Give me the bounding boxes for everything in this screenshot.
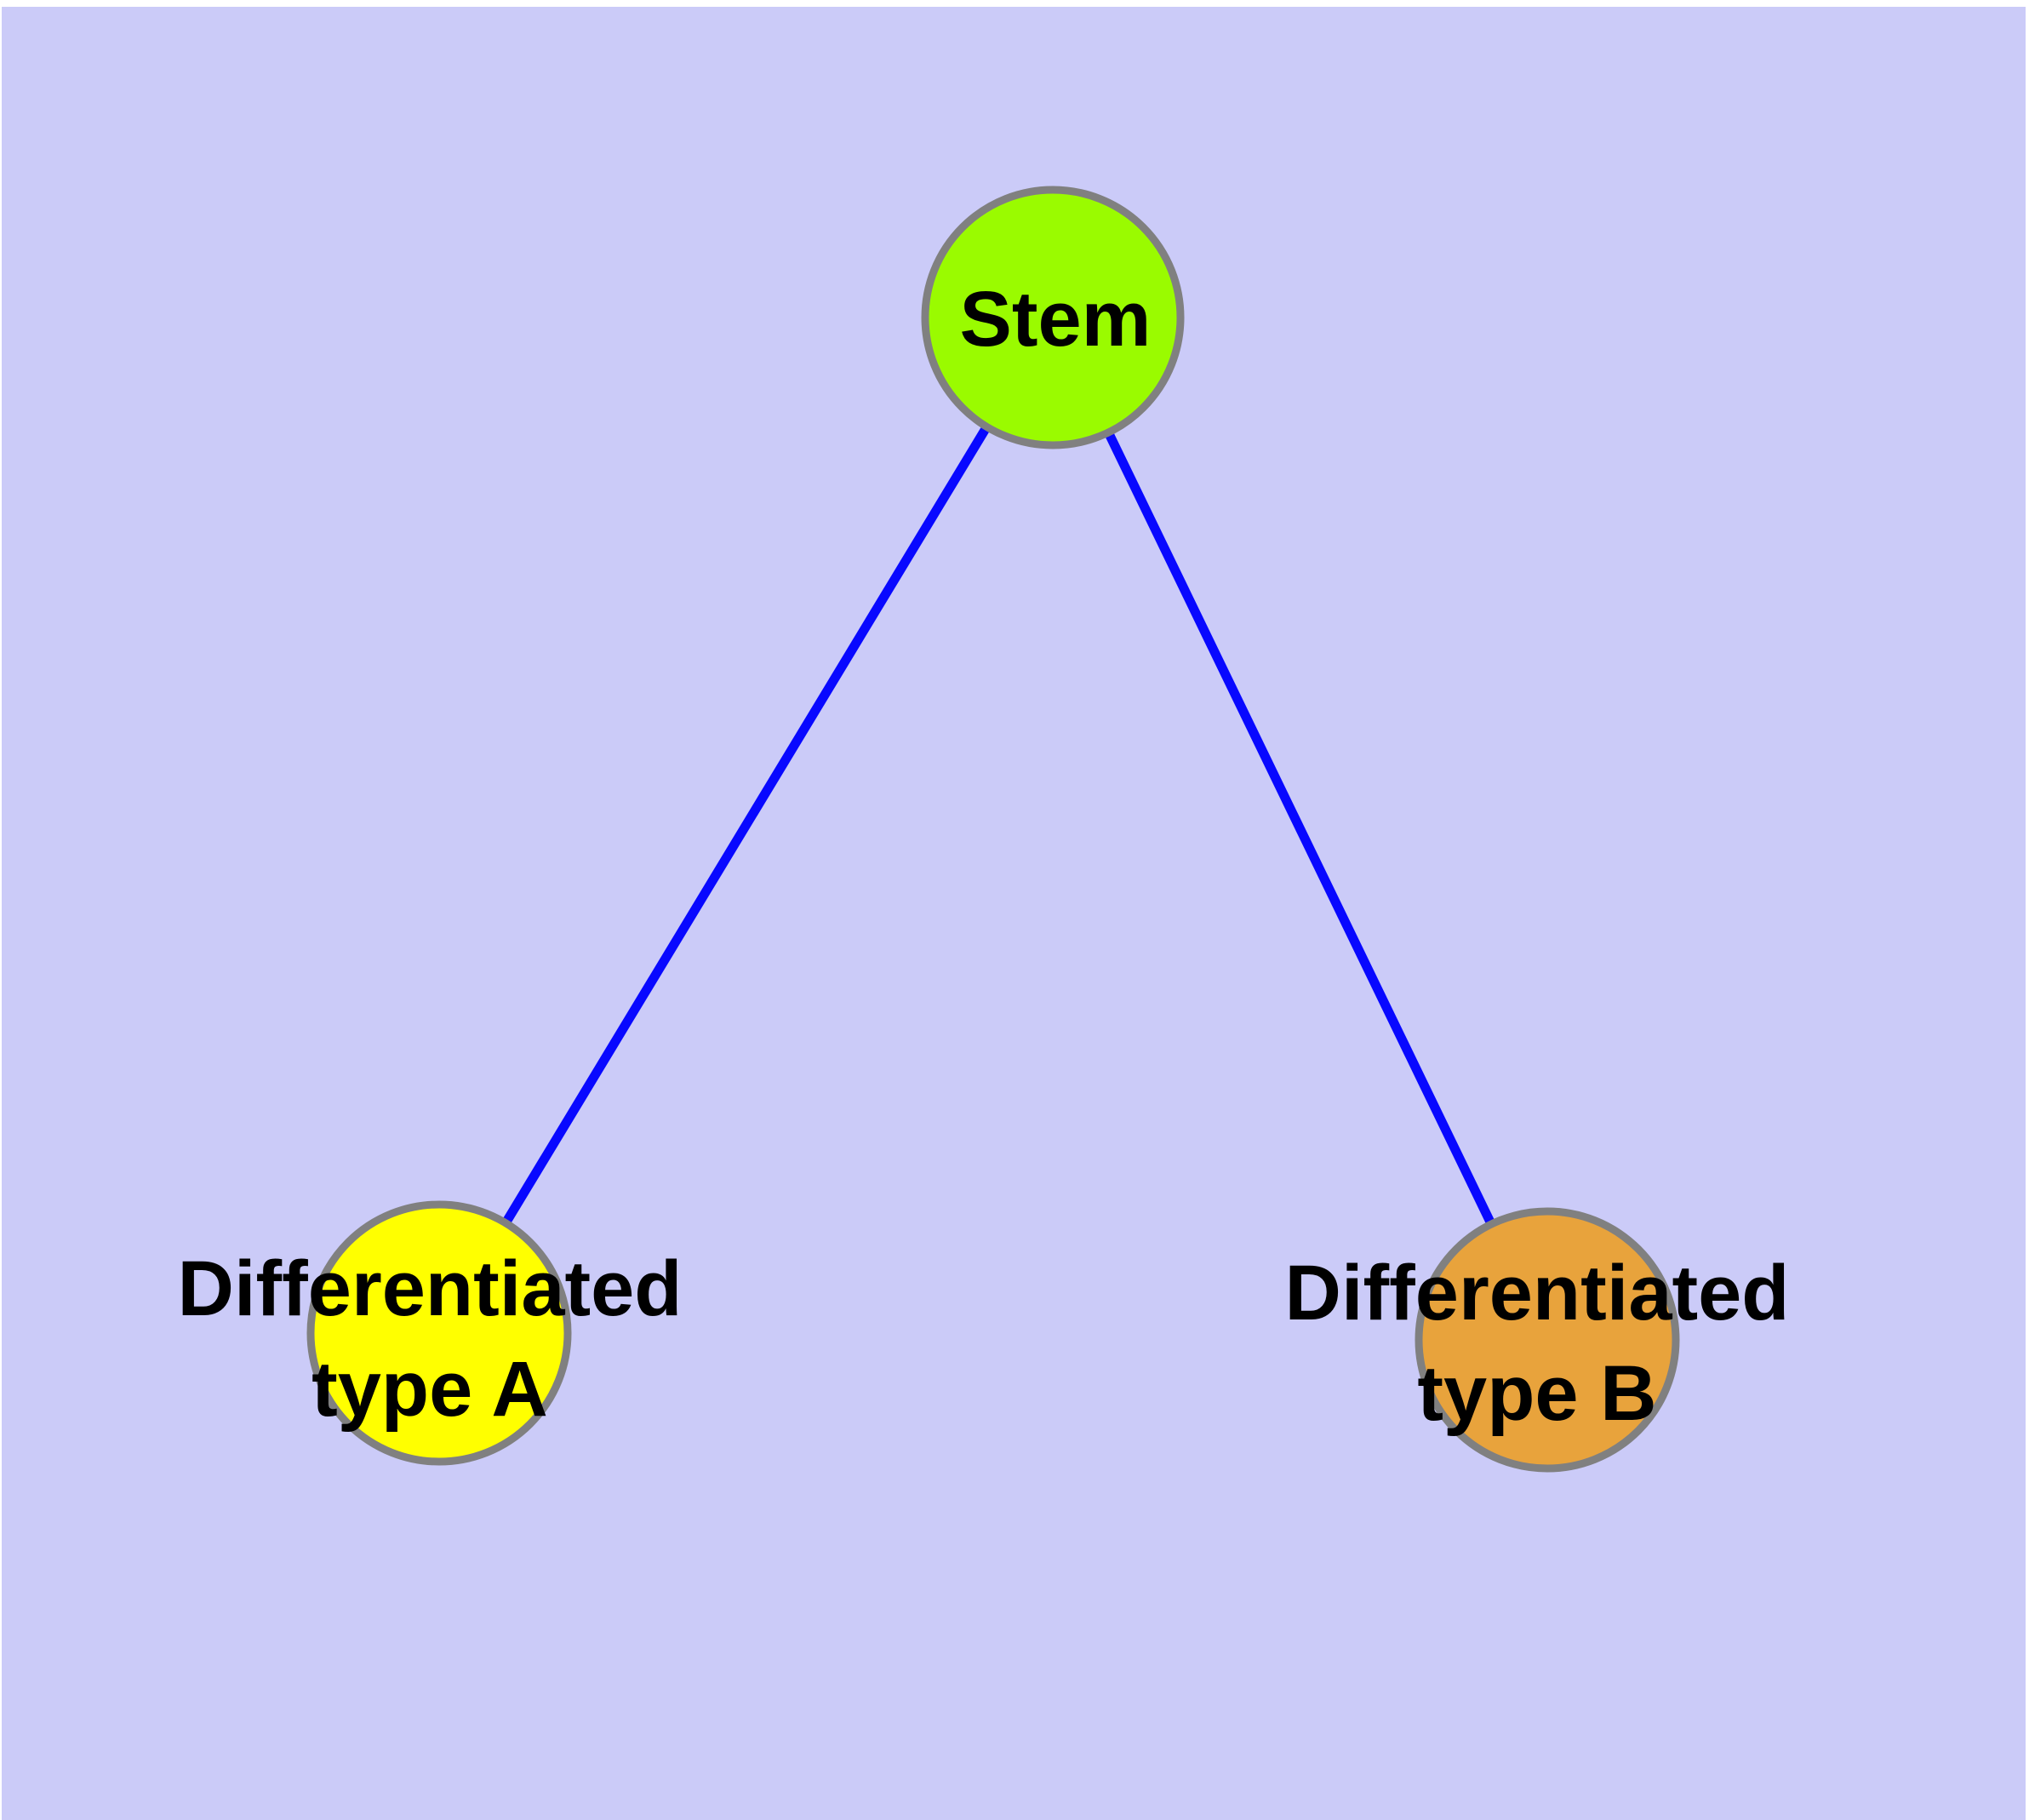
edge-stem-to-differentiated-type-a <box>435 315 1057 1336</box>
node-stem <box>921 186 1185 449</box>
node-label-stem-line1: Stem <box>959 276 1152 363</box>
node-differentiated-type-a <box>306 1200 572 1466</box>
node-label-type-a-line1: Differentiated <box>177 1245 683 1332</box>
node-differentiated-type-b <box>1415 1207 1680 1473</box>
node-label-type-b-line1: Differentiated <box>1284 1250 1790 1336</box>
node-label-stem: Stem <box>960 269 1152 369</box>
node-label-differentiated-type-a: Differentiated type A <box>178 1239 683 1439</box>
node-label-differentiated-type-b: Differentiated type B <box>1285 1243 1790 1444</box>
node-label-type-a-line2: type A <box>311 1346 548 1433</box>
node-label-type-b-line2: type B <box>1417 1350 1657 1437</box>
edge-stem-to-differentiated-type-b <box>1049 315 1552 1342</box>
